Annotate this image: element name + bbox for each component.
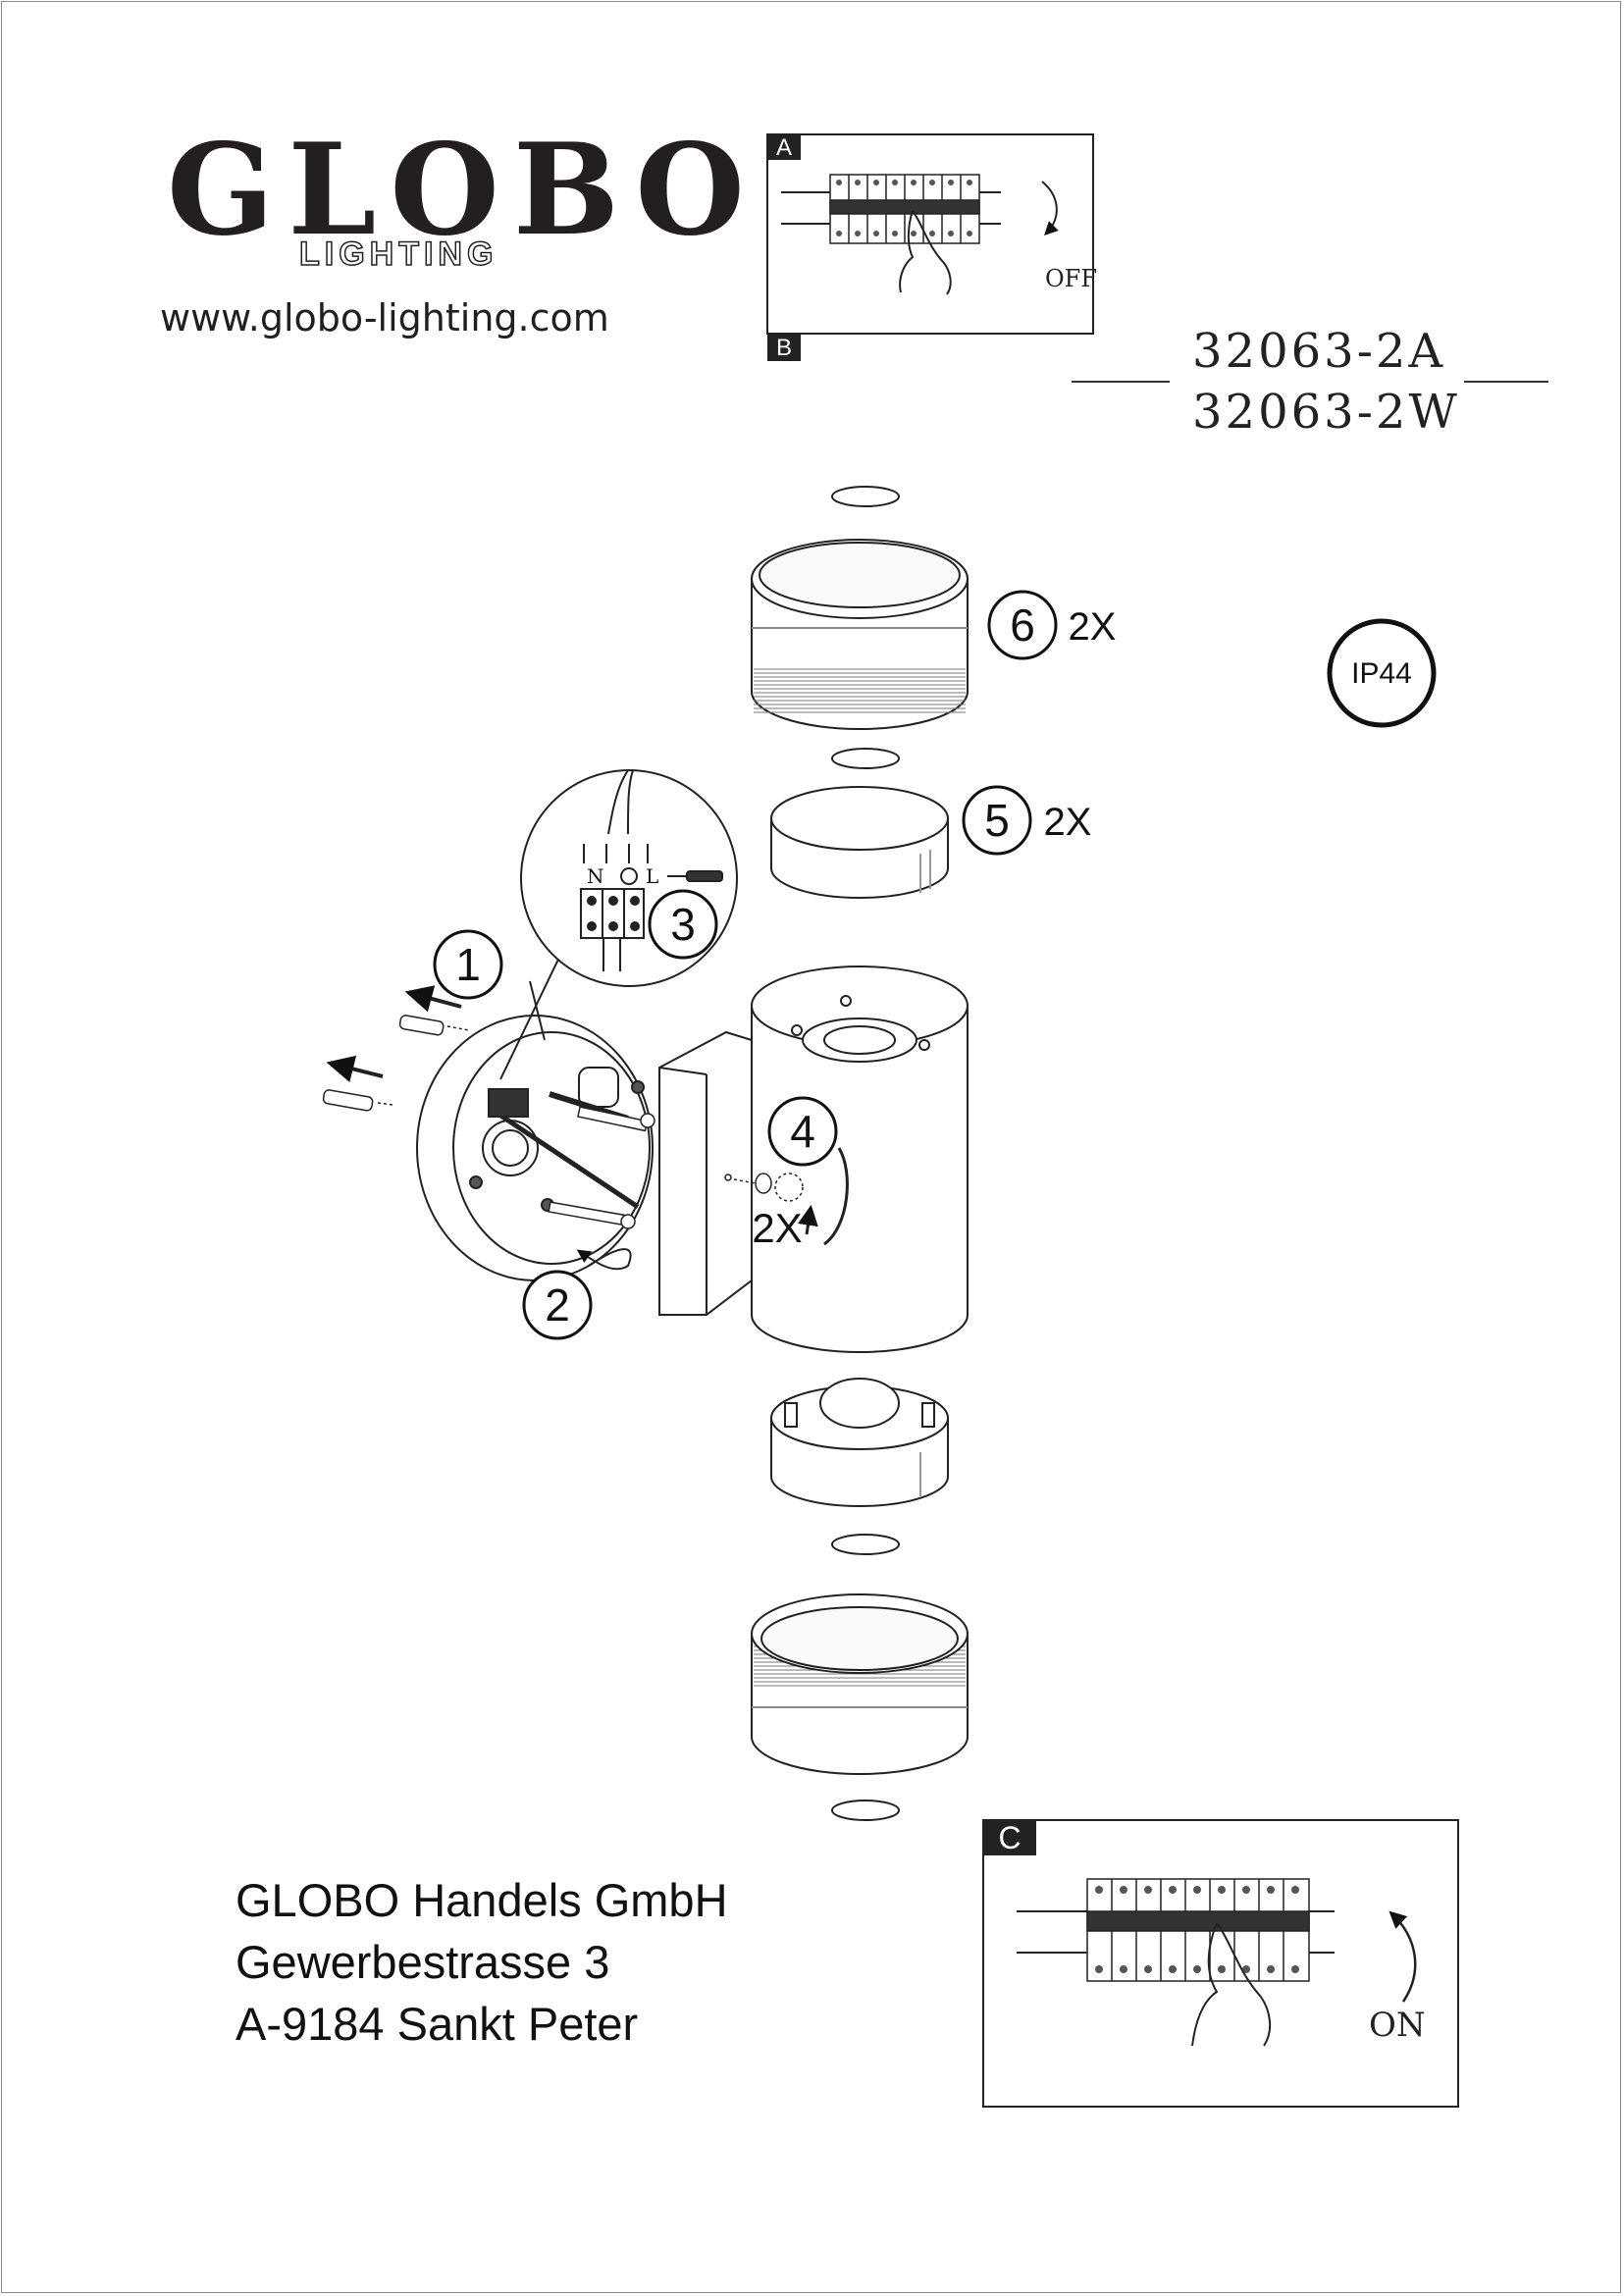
step-6-quantity: 2X [1069,605,1117,649]
lamp-body-cylinder [751,965,969,1353]
ip-rating-badge: IP44 [1327,618,1437,728]
step-5-marker: 5 2X [962,785,1092,856]
website-link[interactable]: www.globo-lighting.com [160,296,609,339]
model-number-1: 32063-2A [1192,324,1446,379]
part-6-ring [751,539,969,730]
step-5-quantity: 2X [1044,801,1092,844]
rotation-arrows [831,486,900,1821]
step-4-quantity: 2X [752,1205,802,1251]
step-2-number: 2 [545,1279,570,1331]
wall-base [416,1015,654,1281]
step-1-marker: 1 [433,929,503,1000]
step2-rotate-arrow [576,1248,632,1271]
step-4-marker: 4 2X [752,1096,838,1251]
neutral-label: N [587,864,604,888]
model-number-2: 32063-2W [1192,385,1460,440]
step-5-number: 5 [984,795,1010,846]
company-address: GLOBO Handels GmbH Gewerbestrasse 3 A-91… [236,1869,728,2055]
step-1-number: 1 [455,939,481,990]
globo-logo: GLOBO LIGHTING [167,117,759,274]
logo-text: GLOBO [167,117,759,264]
step-6-number: 6 [1010,600,1035,651]
wall-screws [548,1106,655,1229]
company-city: A-9184 Sankt Peter [236,1998,639,2050]
step-2-marker: 2 [522,1270,593,1340]
panel-label-c: C [998,1820,1021,1855]
ip-rating-text: IP44 [1351,657,1412,690]
company-street: Gewerbestrasse 3 [236,1936,610,1988]
panel-label-b: B [776,335,792,361]
breaker-row-top [829,174,980,244]
on-label: ON [1369,2006,1426,2045]
panel-label-a: A [776,134,792,161]
model-rule-left [1072,381,1170,383]
breaker-on-panel: C ON [982,1819,1459,2108]
lower-reflector [770,1378,949,1507]
off-label: OFF [1045,265,1097,292]
step-3-number: 3 [670,899,696,950]
company-name: GLOBO Handels GmbH [236,1874,728,1926]
step-4-number: 4 [790,1106,815,1157]
live-label: L [646,864,658,888]
side-screw [724,1147,849,1246]
step-6-marker: 6 2X [987,590,1117,660]
mounting-plate [658,1030,753,1316]
logo-subtext: LIGHTING [298,235,498,274]
model-rule-right [1464,381,1548,383]
step-3-marker: 3 [648,889,718,960]
part-5-glass [770,786,949,899]
lower-ring [751,1593,969,1775]
breaker-off-panel: A B OFF [766,133,1097,361]
wall-plugs [322,985,470,1112]
